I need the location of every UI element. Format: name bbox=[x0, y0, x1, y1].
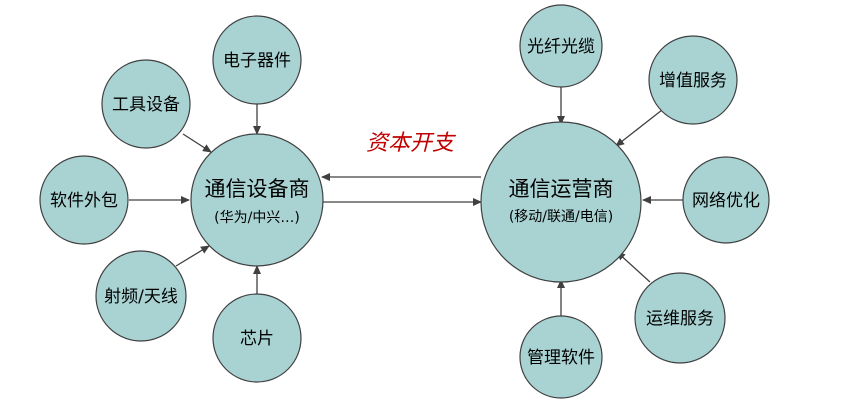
node-mgmt-software-circle bbox=[519, 315, 603, 399]
node-network-opt: 网络优化 bbox=[682, 156, 770, 244]
node-mgmt-software: 管理软件 bbox=[519, 315, 603, 399]
operator-inbound-arrows bbox=[557, 86, 683, 316]
node-fiber-circle bbox=[519, 4, 603, 88]
node-network-opt-circle bbox=[682, 156, 770, 244]
equipment-hub-circle bbox=[190, 133, 324, 267]
node-electronics-label: 电子器件 bbox=[223, 51, 291, 71]
equipment-hub-title: 通信设备商 bbox=[205, 177, 310, 201]
node-tools: 工具设备 bbox=[101, 59, 191, 149]
node-network-opt-label: 网络优化 bbox=[692, 191, 760, 211]
node-rf-antenna-label: 射频/天线 bbox=[104, 287, 178, 307]
node-chips-circle bbox=[212, 293, 302, 383]
node-rf-antenna-circle bbox=[95, 250, 187, 342]
node-value-added: 增值服务 bbox=[648, 35, 738, 125]
node-chips-label: 芯片 bbox=[240, 329, 274, 349]
arrow-value-added-to-operators bbox=[615, 109, 663, 147]
operator-hub-circle bbox=[480, 121, 642, 283]
operator-hub-subtitle: (移动/联通/电信) bbox=[509, 209, 613, 225]
node-outsourcing-label: 软件外包 bbox=[50, 191, 118, 211]
node-ops-maint: 运维服务 bbox=[634, 272, 726, 364]
arrow-rf-antenna-to-equipment bbox=[175, 245, 210, 267]
operator-hub-title: 通信运营商 bbox=[509, 177, 614, 201]
node-fiber: 光纤光缆 bbox=[519, 4, 603, 88]
node-value-added-label: 增值服务 bbox=[659, 71, 727, 91]
node-mgmt-software-label: 管理软件 bbox=[527, 348, 595, 368]
node-outsourcing-circle bbox=[39, 155, 129, 245]
capex-label: 资本开支 bbox=[366, 131, 457, 156]
node-value-added-circle bbox=[648, 35, 738, 125]
arrow-tools-to-equipment bbox=[182, 133, 212, 153]
equipment-hub-subtitle: (华为/中兴…) bbox=[214, 210, 300, 226]
arrow-ops-maint-to-operators bbox=[616, 251, 651, 283]
node-ops-maint-circle bbox=[634, 272, 726, 364]
equipment-inbound-arrows bbox=[129, 104, 261, 296]
equipment-hub-node: 通信设备商 (华为/中兴…) bbox=[190, 133, 324, 267]
node-chips: 芯片 bbox=[212, 293, 302, 383]
node-outsourcing: 软件外包 bbox=[39, 155, 129, 245]
node-fiber-label: 光纤光缆 bbox=[527, 37, 595, 57]
node-electronics-circle bbox=[212, 15, 302, 105]
operator-hub-node: 通信运营商 (移动/联通/电信) bbox=[480, 121, 642, 283]
node-rf-antenna: 射频/天线 bbox=[95, 250, 187, 342]
node-tools-circle bbox=[101, 59, 191, 149]
capex-arrows bbox=[321, 173, 482, 206]
node-tools-label: 工具设备 bbox=[112, 95, 180, 115]
node-ops-maint-label: 运维服务 bbox=[646, 309, 714, 329]
node-electronics: 电子器件 bbox=[212, 15, 302, 105]
